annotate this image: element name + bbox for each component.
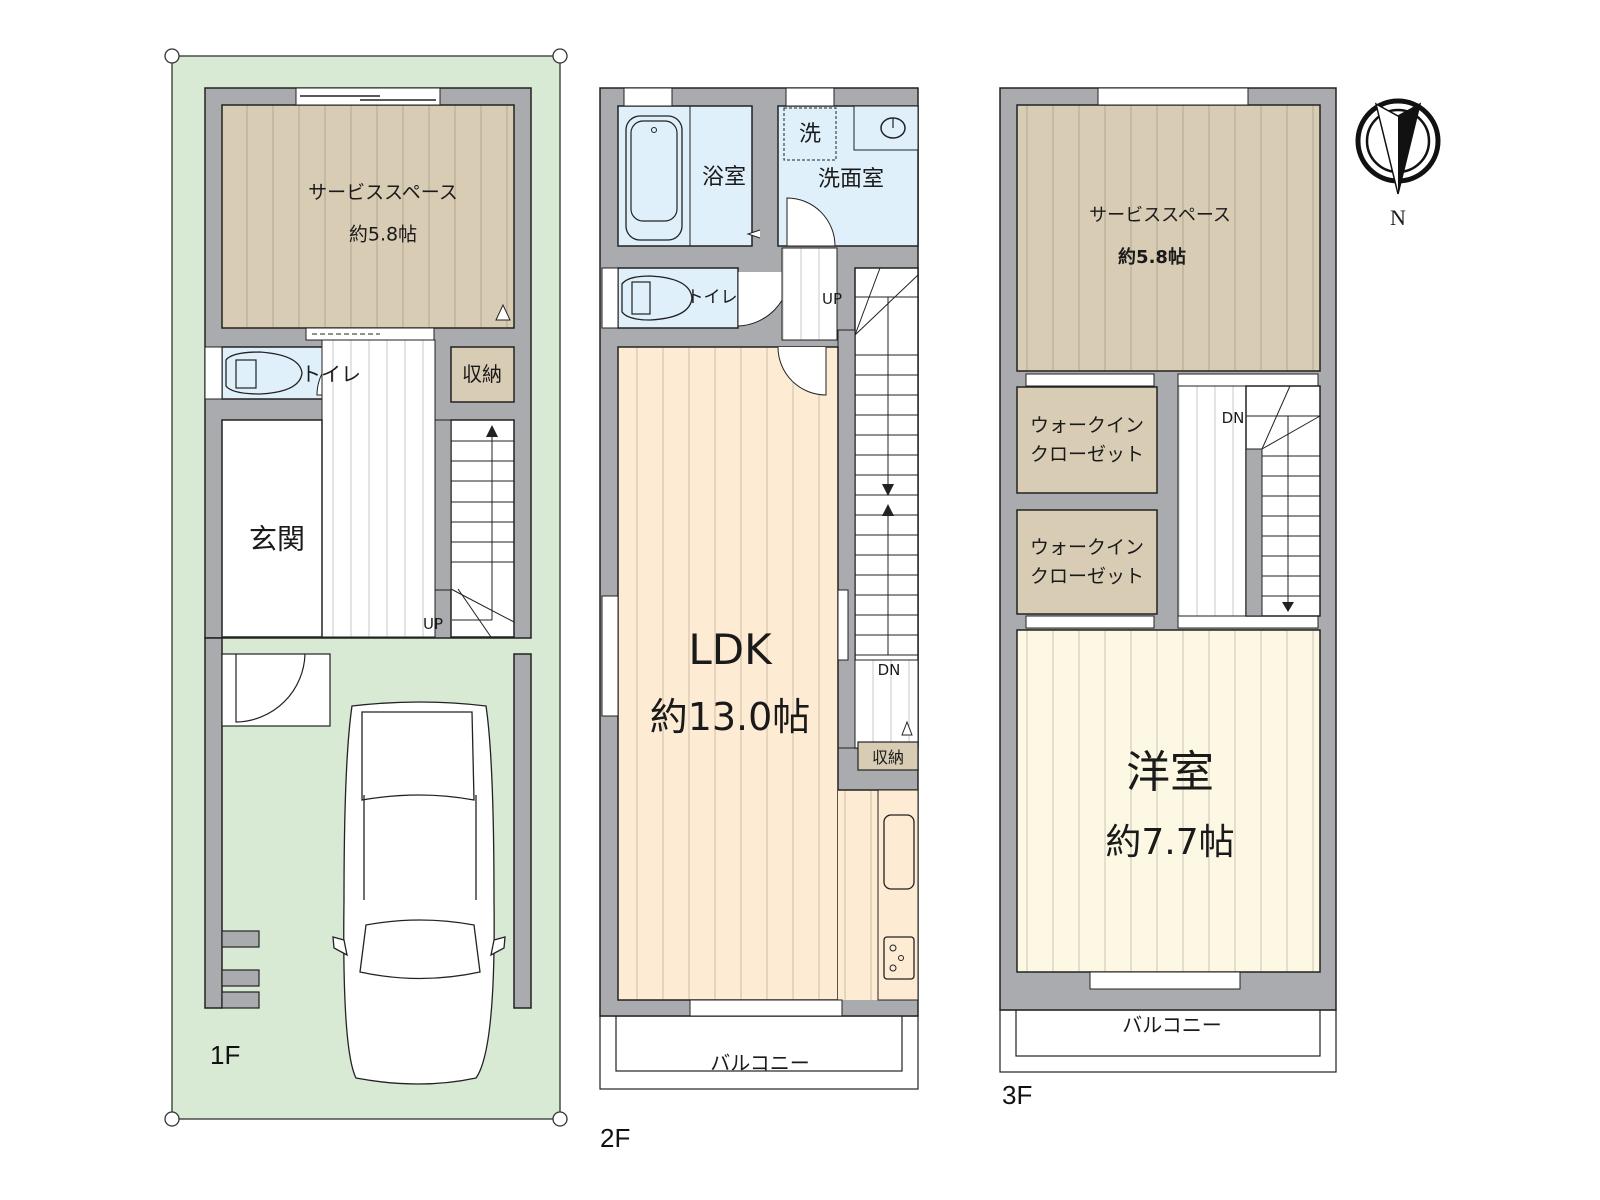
f3-service-space-label: サービススペース	[1089, 205, 1231, 227]
floor-1f	[164, 48, 568, 1127]
f2-stairs-up-label: UP	[821, 289, 843, 308]
floor-2f	[599, 87, 919, 1090]
floor-label-3f: 3F	[1002, 1080, 1033, 1110]
f2-toilet-label: トイレ	[686, 287, 738, 308]
f3-western-room-area: 約7.7帖	[1105, 822, 1235, 864]
f2-ldk-label: LDK	[688, 624, 772, 674]
f1-toilet-label: トイレ	[301, 362, 361, 386]
floor-3f	[999, 87, 1337, 1073]
car-icon	[332, 701, 506, 1085]
f2-washroom-label: 洗面室	[817, 166, 885, 192]
f3-service-space-area: 約5.8帖	[1118, 247, 1186, 269]
f2-bath-label: 浴室	[701, 164, 747, 190]
north-arrow-icon	[1355, 98, 1441, 195]
f3-wic1-line2: クローゼット	[1029, 443, 1145, 466]
f3-wic1-line1: ウォークイン	[1029, 414, 1145, 437]
f3-western-room-label: 洋室	[1126, 746, 1214, 798]
f1-stairs-up-label: UP	[422, 614, 444, 633]
f1-service-space-area: 約5.8帖	[348, 223, 418, 246]
f2-washer-label: 洗	[798, 121, 822, 147]
floor-label-2f: 2F	[600, 1123, 631, 1153]
floor-label-1f: 1F	[210, 1040, 241, 1070]
f3-wic2-line2: クローゼット	[1029, 565, 1145, 588]
f2-stairs-dn-label: DN	[877, 660, 901, 679]
f2-balcony-label: バルコニー	[710, 1051, 810, 1075]
f2-ldk-area: 約13.0帖	[649, 695, 811, 740]
compass-north-label: N	[1390, 204, 1406, 230]
f3-balcony-label: バルコニー	[1122, 1013, 1222, 1037]
f3-stairs-dn-label: DN	[1221, 408, 1245, 427]
f2-storage-label: 収納	[871, 748, 905, 768]
f1-storage-label: 収納	[462, 362, 502, 386]
f1-entrance-label: 玄関	[248, 522, 306, 556]
f3-wic2-line1: ウォークイン	[1029, 536, 1145, 559]
f1-service-space-label: サービススペース	[308, 181, 458, 204]
